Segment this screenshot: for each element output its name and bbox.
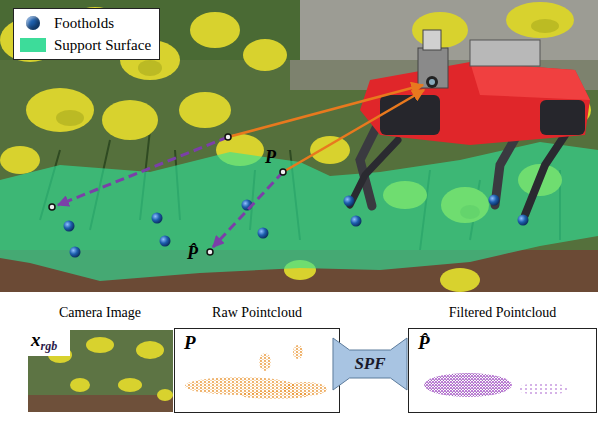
legend-text: Footholds <box>54 15 114 32</box>
image-panel: Filtered PointcloudP̂ <box>408 305 597 413</box>
legend-text: Support Surface <box>54 37 151 54</box>
encoder-decoder-shape: SPF <box>332 336 408 392</box>
image-panel: Raw PointcloudP <box>174 305 340 413</box>
pointcloud-frame: P <box>174 328 340 413</box>
point-label: P <box>265 147 276 167</box>
legend-swatch <box>26 16 40 30</box>
hourglass-shape <box>333 338 407 390</box>
panel-heading: Raw Pointcloud <box>174 305 340 321</box>
point-label: P̂ <box>187 243 198 263</box>
panel-heading: Filtered Pointcloud <box>408 305 597 321</box>
symbol-subscript: rgb <box>41 339 58 353</box>
legend-box: FootholdsSupport Surface <box>13 8 160 60</box>
panel-heading: Camera Image <box>26 305 174 321</box>
symbol-main: x <box>31 329 41 350</box>
legend-swatch <box>20 38 46 52</box>
image-panel: Camera Image xrgb <box>26 305 174 412</box>
legend-row: Support Surface <box>20 34 151 56</box>
symbol-label: P <box>184 332 196 354</box>
pointcloud-frame: P̂ <box>408 328 597 413</box>
block-label: SPF <box>332 353 408 375</box>
symbol-label: P̂ <box>418 332 430 354</box>
legend-row: Footholds <box>20 12 151 34</box>
symbol-label: xrgb <box>31 329 57 354</box>
